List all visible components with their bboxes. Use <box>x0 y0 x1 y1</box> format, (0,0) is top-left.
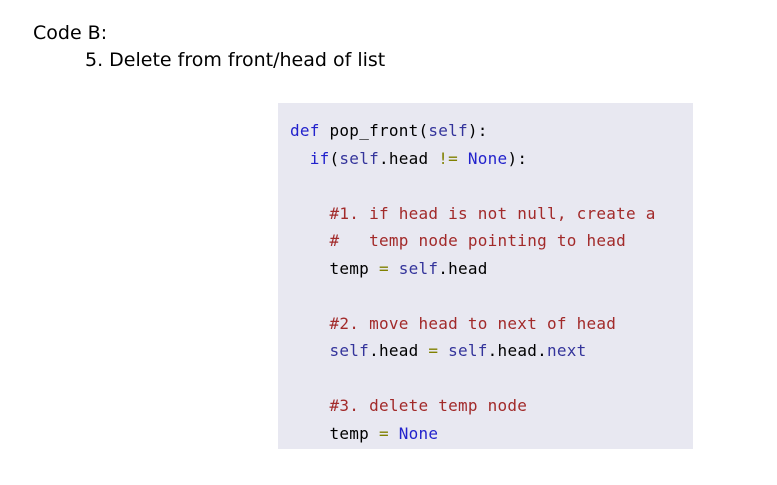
code-token-plain <box>458 149 468 168</box>
code-token-comment: # temp node pointing to head <box>329 231 627 250</box>
code-token-comment: #2. move head to next of head <box>329 313 617 333</box>
code-token-instance: next <box>546 341 587 360</box>
code-token-plain: .head <box>369 341 429 360</box>
code-line: # temp node pointing to head <box>290 227 685 255</box>
code-token-plain <box>290 341 330 360</box>
code-token-plain <box>389 259 399 278</box>
code-line: temp = None <box>290 420 685 448</box>
code-token-operator: = <box>378 258 389 278</box>
code-line-blank <box>290 172 685 200</box>
code-token-plain: .head <box>378 148 439 168</box>
code-token-instance: self <box>428 121 468 140</box>
code-token-comment: #1. if head is not null, create a <box>329 203 656 223</box>
code-token-keyword: None <box>467 148 508 168</box>
code-line: #2. move head to next of head <box>290 310 685 338</box>
code-token-instance: self <box>448 341 488 360</box>
page-subtitle: 5. Delete from front/head of list <box>85 49 386 71</box>
code-line: self.head = self.head.next <box>290 337 685 365</box>
code-line-blank <box>290 282 685 310</box>
code-token-operator: != <box>438 148 459 168</box>
code-token-instance: self <box>398 258 439 278</box>
code-token-plain: .head. <box>487 341 547 360</box>
code-token-plain <box>290 396 330 415</box>
code-token-plain <box>290 149 310 168</box>
code-token-plain: .head <box>438 258 488 278</box>
code-line-blank <box>290 365 685 393</box>
code-token-keyword: None <box>398 423 439 443</box>
code-line: def pop_front(self): <box>290 117 685 145</box>
code-line: temp = self.head <box>290 255 685 283</box>
code-token-instance: self <box>329 341 370 360</box>
code-token-plain <box>290 231 330 250</box>
code-token-plain <box>389 424 399 443</box>
code-token-comment: #3. delete temp node <box>329 396 528 415</box>
code-token-plain: pop_front( <box>319 121 429 140</box>
code-token-keyword: if <box>309 148 330 168</box>
code-token-plain: ( <box>329 148 340 168</box>
code-line: if(self.head != None): <box>290 145 685 173</box>
code-token-operator: = <box>428 341 439 360</box>
code-token-plain: temp <box>290 258 379 278</box>
code-token-plain: temp <box>290 423 379 443</box>
page-title: Code B: <box>33 22 108 44</box>
code-block: def pop_front(self): if(self.head != Non… <box>278 103 693 449</box>
code-token-plain: ): <box>467 121 488 140</box>
code-token-operator: = <box>378 423 389 443</box>
code-token-keyword: def <box>290 121 320 140</box>
code-line: #1. if head is not null, create a <box>290 200 685 228</box>
code-token-instance: self <box>339 148 379 168</box>
code-token-plain <box>290 314 330 333</box>
code-line: #3. delete temp node <box>290 392 685 420</box>
code-token-plain <box>290 204 330 223</box>
code-token-plain: ): <box>507 148 528 168</box>
code-token-plain <box>438 341 448 360</box>
